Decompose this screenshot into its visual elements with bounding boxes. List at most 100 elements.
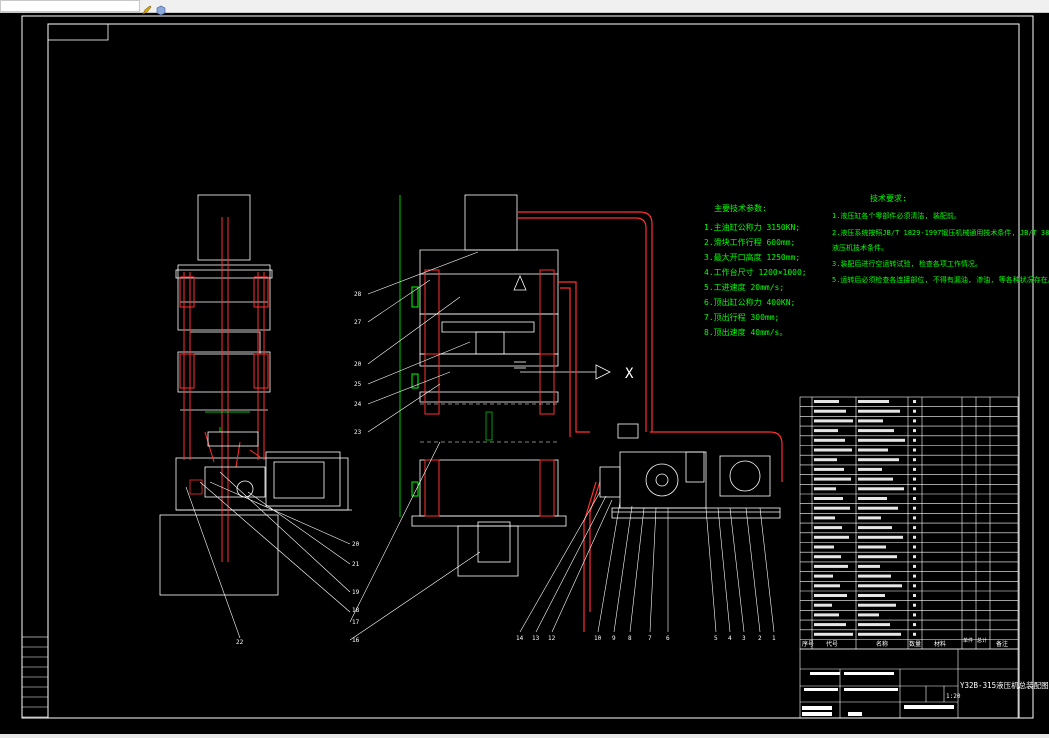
- parts-list-qty: [913, 429, 916, 433]
- parts-list-cell-text: [858, 545, 886, 549]
- parts-list-qty: [913, 555, 916, 559]
- balloon: 7: [648, 635, 652, 642]
- balloon: 25: [354, 381, 362, 388]
- balloon: 8: [628, 635, 632, 642]
- cube-icon[interactable]: [155, 0, 166, 16]
- parts-list-qty: [913, 594, 916, 597]
- title-block: [799, 648, 1019, 719]
- parts-list-qty: [913, 623, 916, 627]
- header-cell: 数量: [909, 640, 921, 648]
- balloon: 18: [352, 607, 360, 614]
- front-view-press: [399, 194, 567, 577]
- parts-list-qty: [913, 448, 916, 452]
- side-view-centerlines: [205, 411, 250, 432]
- side-view-press: [159, 194, 352, 596]
- front-view-columns: [411, 269, 555, 517]
- tech-req-line: 液压机技术条件。: [832, 243, 888, 252]
- parts-list-qty: [913, 526, 916, 530]
- parts-list: [799, 396, 1019, 650]
- balloon: 28: [354, 291, 362, 298]
- side-binding-strip: [21, 636, 49, 718]
- balloon: 17: [352, 619, 360, 626]
- parts-list-qty: [913, 574, 916, 578]
- parts-list-qty: [913, 632, 916, 636]
- parts-list-qty: [913, 400, 916, 403]
- parts-list-qty: [913, 477, 916, 481]
- header-cell: 材料: [934, 640, 946, 648]
- view-direction-arrow: [513, 274, 611, 380]
- parts-list-cell-text: [814, 632, 853, 636]
- balloon: 10: [594, 635, 602, 642]
- status-strip: [0, 734, 1049, 738]
- parts-list-cell-text: [858, 458, 899, 462]
- cad-drawing-canvas[interactable]: X: [0, 12, 1049, 734]
- balloon: 22: [236, 639, 244, 646]
- parts-list-cell-text: [858, 516, 881, 520]
- parts-list-cell-text: [814, 545, 834, 549]
- pencil-icon[interactable]: [142, 0, 152, 15]
- parts-list-cell-text: [858, 535, 903, 539]
- drawing-number-box: [47, 23, 109, 41]
- parts-list-cell-text: [858, 623, 890, 627]
- parts-list-cell-text: [858, 555, 897, 559]
- parts-list-cell-text: [814, 497, 843, 500]
- balloon: 19: [352, 589, 360, 596]
- balloon: 13: [532, 635, 540, 642]
- parts-list-qty: [913, 438, 916, 442]
- balloon: 3: [742, 635, 746, 642]
- balloon: 20: [354, 361, 362, 368]
- leader-lines: [185, 251, 775, 641]
- parts-list-qty: [913, 516, 916, 520]
- title-block-fills: [802, 672, 954, 716]
- header-cell: 序号: [802, 640, 814, 648]
- part-balloons-left: 28 27 20 25 24 23: [354, 291, 362, 436]
- parts-list-qty: [913, 419, 916, 423]
- parts-list-cell-text: [814, 419, 853, 423]
- parts-list-cell-text: [858, 477, 893, 481]
- parts-list-cell-text: [814, 535, 849, 539]
- parts-list-qty: [913, 584, 916, 588]
- outer-border: [21, 15, 1034, 719]
- header-cell: 备注: [996, 640, 1008, 648]
- tech-req-line: 5.运转后必须检查各连接部位, 不得有漏油, 渗油, 等各种状况存在。: [832, 275, 1049, 284]
- parts-list-cell-text: [858, 409, 900, 413]
- parts-list-cell-text: [858, 584, 902, 588]
- parts-list-cell-text: [858, 448, 888, 452]
- title-block-header: 序号 代号 名称 数量 材料 单件 总计 备注: [802, 637, 1008, 648]
- parts-list-cell-text: [858, 574, 891, 578]
- parts-list-cell-text: [858, 564, 880, 568]
- parts-list-cell-text: [814, 526, 842, 530]
- header-cell: 总计: [977, 637, 987, 644]
- hydraulic-pipes: [518, 211, 783, 632]
- parts-list-cell-text: [814, 613, 839, 617]
- parts-list-qty: [913, 564, 916, 568]
- balloon: 24: [354, 401, 362, 408]
- param-line: 6.顶出缸公称力 400KN;: [704, 297, 795, 307]
- parts-list-cell-text: [814, 438, 845, 442]
- parts-list-fills: [814, 400, 916, 636]
- parts-list-qty: [913, 545, 916, 549]
- parts-list-cell-text: [858, 603, 896, 607]
- parts-list-cell-text: [858, 594, 885, 597]
- balloon: 12: [548, 635, 556, 642]
- parts-list-cell-text: [814, 574, 833, 578]
- header-cell: 单件: [963, 637, 973, 644]
- scale-value: 1:20: [946, 693, 961, 700]
- parts-list-cell-text: [814, 584, 840, 588]
- parts-list-cell-text: [814, 623, 846, 627]
- parts-list-cell-text: [858, 487, 904, 491]
- hydraulic-pump-unit: [189, 431, 325, 499]
- balloon: 6: [666, 635, 670, 642]
- parts-list-cell-text: [858, 467, 882, 471]
- balloon: 16: [352, 637, 360, 644]
- hydraulic-station: [599, 423, 781, 519]
- drawing-frame: [47, 23, 1020, 719]
- parts-list-qty: [913, 506, 916, 510]
- parts-list-cell-text: [858, 632, 901, 636]
- command-field[interactable]: [0, 0, 140, 12]
- main-parameters: 主要技术参数: 1.主油缸公称力 3150KN; 2.滑块工作行程 600mm;…: [704, 203, 807, 337]
- tech-req-line: 3.装配后进行空运转试验, 检查各项工作情况。: [832, 259, 982, 268]
- window-toolbar: [0, 0, 1049, 16]
- param-line: 2.滑块工作行程 600mm;: [704, 237, 795, 247]
- parts-list-cell-text: [858, 400, 889, 403]
